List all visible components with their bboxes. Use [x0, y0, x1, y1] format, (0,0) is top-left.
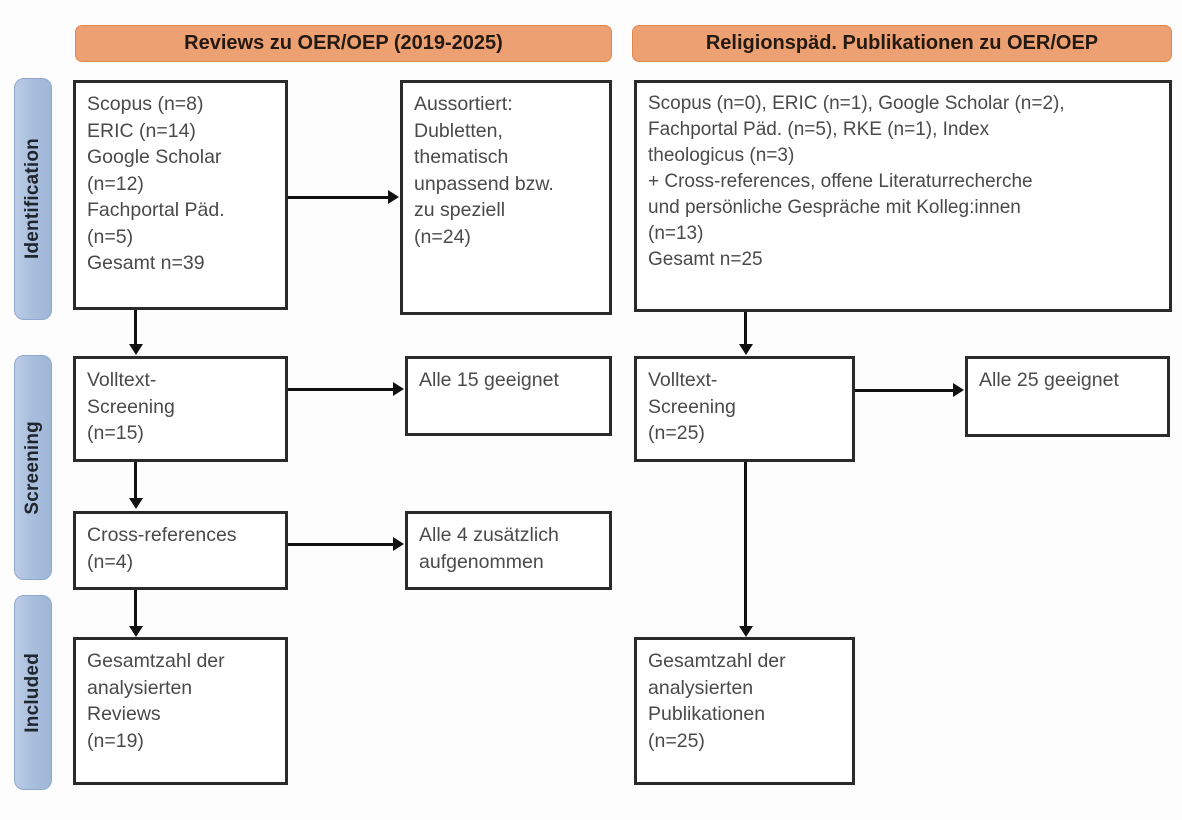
arrowhead-left-crossrefs-to-outcome [393, 537, 404, 551]
arrowhead-left-crossrefs-to-included [129, 626, 143, 637]
arrowhead-left-sources-to-excluded [388, 190, 399, 204]
box-right-sources: Scopus (n=0), ERIC (n=1), Google Scholar… [634, 80, 1172, 312]
box-left-screening-outcome: Alle 15 geeignet [405, 356, 612, 436]
box-left-excluded-text: Aussortiert: Dubletten, thematisch unpas… [414, 93, 554, 248]
box-left-crossrefs-outcome: Alle 4 zusätzlich aufgenommen [405, 511, 612, 590]
arrowhead-left-screening-to-crossrefs [129, 498, 143, 509]
connector-left-screening-to-outcome [288, 388, 393, 391]
stage-label-screening-text: Screening [22, 420, 43, 515]
arrowhead-right-screening-to-outcome [953, 383, 964, 397]
box-left-sources: Scopus (n=8) ERIC (n=14) Google Scholar … [73, 80, 288, 310]
connector-right-screening-to-outcome [855, 389, 953, 392]
connector-left-crossrefs-to-outcome [288, 543, 393, 546]
box-left-crossrefs-outcome-text: Alle 4 zusätzlich aufgenommen [419, 524, 559, 573]
column-header-right-text: Religionspäd. Publikationen zu OER/OEP [705, 32, 1099, 54]
arrowhead-right-screening-to-included [739, 626, 753, 637]
stage-label-included: Included [14, 595, 52, 790]
box-left-screening: Volltext- Screening (n=15) [73, 356, 288, 462]
box-left-crossrefs: Cross-references (n=4) [73, 511, 288, 590]
connector-left-screening-to-crossrefs [134, 462, 137, 500]
box-right-included: Gesamtzahl der analysierten Publikatione… [634, 637, 855, 785]
box-left-included: Gesamtzahl der analysierten Reviews (n=1… [73, 637, 288, 785]
box-right-screening-text: Volltext- Screening (n=25) [648, 369, 736, 444]
box-left-included-text: Gesamtzahl der analysierten Reviews (n=1… [87, 650, 225, 752]
connector-right-screening-to-included [744, 462, 747, 628]
arrowhead-right-sources-to-screening [739, 344, 753, 355]
box-left-excluded: Aussortiert: Dubletten, thematisch unpas… [400, 80, 612, 315]
arrowhead-left-screening-to-outcome [393, 382, 404, 396]
stage-label-identification: Identification [14, 78, 52, 320]
connector-right-sources-to-screening [744, 312, 747, 346]
connector-left-sources-to-excluded [288, 196, 388, 199]
box-left-crossrefs-text: Cross-references (n=4) [87, 524, 237, 573]
column-header-right: Religionspäd. Publikationen zu OER/OEP [632, 25, 1172, 62]
box-right-screening-outcome: Alle 25 geeignet [965, 356, 1170, 437]
connector-left-sources-to-screening [134, 310, 137, 346]
stage-label-screening: Screening [14, 355, 52, 580]
box-left-sources-text: Scopus (n=8) ERIC (n=14) Google Scholar … [87, 93, 225, 274]
column-header-left-text: Reviews zu OER/OEP (2019-2025) [184, 32, 503, 54]
box-right-screening: Volltext- Screening (n=25) [634, 356, 855, 462]
stage-label-identification-text: Identification [22, 138, 43, 260]
arrowhead-left-sources-to-screening [129, 344, 143, 355]
stage-label-included-text: Included [22, 652, 43, 733]
box-right-included-text: Gesamtzahl der analysierten Publikatione… [648, 650, 786, 752]
box-right-sources-text: Scopus (n=0), ERIC (n=1), Google Scholar… [648, 93, 1065, 270]
connector-left-crossrefs-to-included [134, 590, 137, 628]
box-left-screening-text: Volltext- Screening (n=15) [87, 369, 175, 444]
column-header-left: Reviews zu OER/OEP (2019-2025) [75, 25, 612, 62]
box-left-screening-outcome-text: Alle 15 geeignet [419, 369, 559, 391]
box-right-screening-outcome-text: Alle 25 geeignet [979, 369, 1119, 391]
